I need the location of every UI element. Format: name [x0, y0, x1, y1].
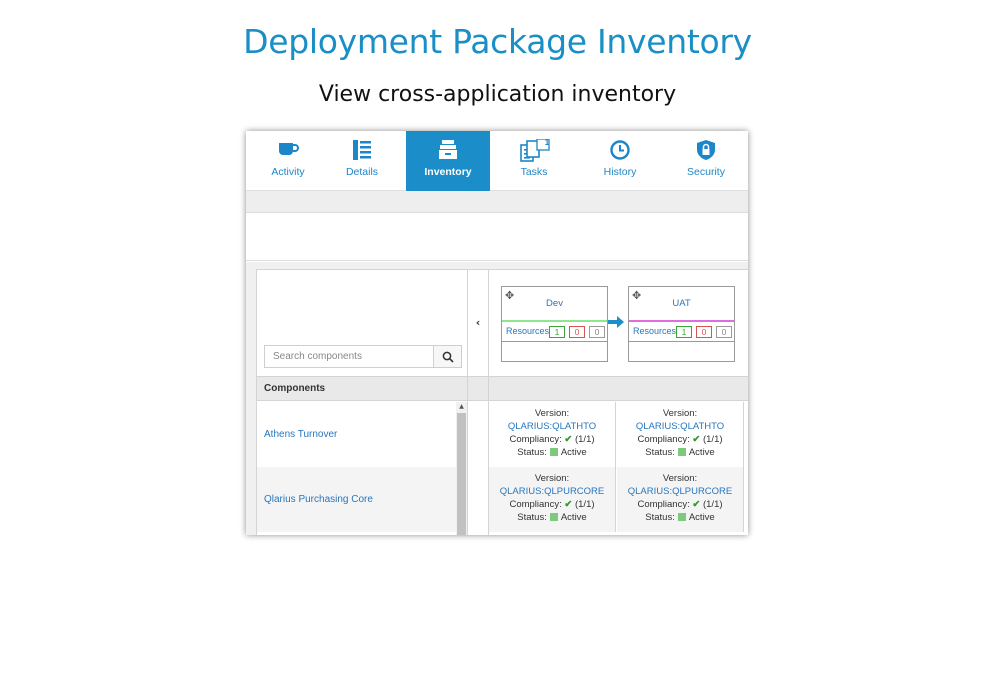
status-line: Status:Active — [645, 447, 715, 458]
version-link[interactable]: QLARIUS:QLATHTO — [635, 421, 725, 432]
check-icon: ✔ — [692, 434, 701, 445]
resources-label[interactable]: Resources — [506, 326, 550, 336]
status-line: Status:Active — [517, 512, 587, 523]
resource-count-red[interactable]: 0 — [569, 326, 585, 338]
status-active-icon — [677, 448, 686, 456]
resource-count-green[interactable]: 1 — [676, 326, 692, 338]
check-icon: ✔ — [564, 434, 573, 445]
search-input[interactable] — [265, 346, 433, 367]
arrow-right-icon — [608, 316, 624, 328]
environments-pane: ✥ Dev Resources 1 0 0 ✥ UAT Resources 1 — [489, 269, 748, 535]
environments-header — [489, 376, 748, 401]
component-row-purchasing[interactable]: Qlarius Purchasing Core — [257, 467, 456, 532]
inventory-cell: Version: QLARIUS:QLATHTO Compliancy: ✔ (… — [617, 402, 744, 467]
search-icon — [442, 351, 454, 363]
env-card-dev[interactable]: ✥ Dev Resources 1 0 0 — [501, 286, 608, 362]
version-label: Version: — [534, 408, 570, 419]
components-header: Components — [257, 376, 467, 401]
resources-label[interactable]: Resources — [633, 326, 677, 336]
version-label: Version: — [534, 473, 570, 484]
resource-count-gray[interactable]: 0 — [589, 326, 605, 338]
tab-security[interactable]: Security — [664, 131, 748, 189]
inventory-content: Components Athens Turnover Qlarius Purch… — [246, 262, 748, 535]
tab-activity[interactable]: Activity — [246, 131, 330, 189]
package-panel: Activity Details Inventory 1 Tasks His — [246, 131, 748, 535]
tab-history[interactable]: History — [578, 131, 662, 189]
env-card-uat[interactable]: ✥ UAT Resources 1 0 0 — [628, 286, 735, 362]
component-link[interactable]: Qlarius Purchasing Core — [264, 494, 373, 505]
env-color-line — [502, 320, 607, 322]
status-active-icon — [549, 513, 558, 521]
filter-strip — [246, 214, 748, 261]
move-icon[interactable]: ✥ — [505, 289, 515, 302]
compliancy-line: Compliancy: ✔ (1/1) — [637, 499, 723, 510]
list-icon — [320, 139, 404, 161]
resource-count-gray[interactable]: 0 — [716, 326, 732, 338]
env-name[interactable]: UAT — [672, 298, 691, 309]
components-pane: Components Athens Turnover Qlarius Purch… — [256, 269, 468, 535]
search-box — [264, 345, 462, 368]
components-scrollbar[interactable]: ▲ — [456, 402, 467, 535]
status-line: Status:Active — [645, 512, 715, 523]
resource-count-green[interactable]: 1 — [549, 326, 565, 338]
move-icon[interactable]: ✥ — [632, 289, 642, 302]
compliancy-line: Compliancy: ✔ (1/1) — [637, 434, 723, 445]
scroll-thumb[interactable] — [457, 413, 466, 535]
version-label: Version: — [662, 473, 698, 484]
scroll-up-icon[interactable]: ▲ — [459, 403, 464, 410]
tasks-count-badge: 1 — [544, 138, 550, 147]
tasks-icon — [492, 139, 576, 162]
tab-bar: Activity Details Inventory 1 Tasks His — [246, 131, 748, 191]
search-button[interactable] — [433, 346, 461, 367]
toolbar-strip — [246, 191, 748, 213]
env-color-line — [629, 320, 734, 322]
status-line: Status:Active — [517, 447, 587, 458]
resource-count-red[interactable]: 0 — [696, 326, 712, 338]
status-active-icon — [549, 448, 558, 456]
component-link[interactable]: Athens Turnover — [264, 429, 338, 440]
inventory-cell: Version: QLARIUS:QLATHTO Compliancy: ✔ (… — [489, 402, 616, 467]
status-active-icon — [677, 513, 686, 521]
clock-icon — [578, 139, 662, 161]
shield-lock-icon — [664, 139, 748, 161]
collapse-divider: ‹ — [468, 269, 489, 535]
version-link[interactable]: QLARIUS:QLATHTO — [507, 421, 597, 432]
cup-icon — [246, 139, 330, 161]
check-icon: ✔ — [564, 499, 573, 510]
env-name[interactable]: Dev — [546, 298, 563, 309]
env-resources: Resources 1 0 0 — [502, 322, 607, 342]
version-link[interactable]: QLARIUS:QLPURCORE — [499, 486, 605, 497]
compliancy-line: Compliancy: ✔ (1/1) — [509, 434, 595, 445]
compliancy-line: Compliancy: ✔ (1/1) — [509, 499, 595, 510]
divider-header — [468, 376, 488, 401]
env-resources: Resources 1 0 0 — [629, 322, 734, 342]
version-link[interactable]: QLARIUS:QLPURCORE — [627, 486, 733, 497]
page-subtitle: View cross-application inventory — [318, 82, 677, 107]
chevron-left-icon[interactable]: ‹ — [475, 316, 481, 329]
version-label: Version: — [662, 408, 698, 419]
inventory-icon — [406, 139, 490, 161]
tab-inventory[interactable]: Inventory — [406, 131, 490, 191]
tab-tasks[interactable]: 1 Tasks — [492, 131, 576, 189]
inventory-cell: Version: QLARIUS:QLPURCORE Compliancy: ✔… — [489, 467, 616, 532]
check-icon: ✔ — [692, 499, 701, 510]
page-title: Deployment Package Inventory — [243, 22, 752, 61]
inventory-cell: Version: QLARIUS:QLPURCORE Compliancy: ✔… — [617, 467, 744, 532]
tab-details[interactable]: Details — [320, 131, 404, 189]
component-row-athens[interactable]: Athens Turnover — [257, 402, 456, 467]
